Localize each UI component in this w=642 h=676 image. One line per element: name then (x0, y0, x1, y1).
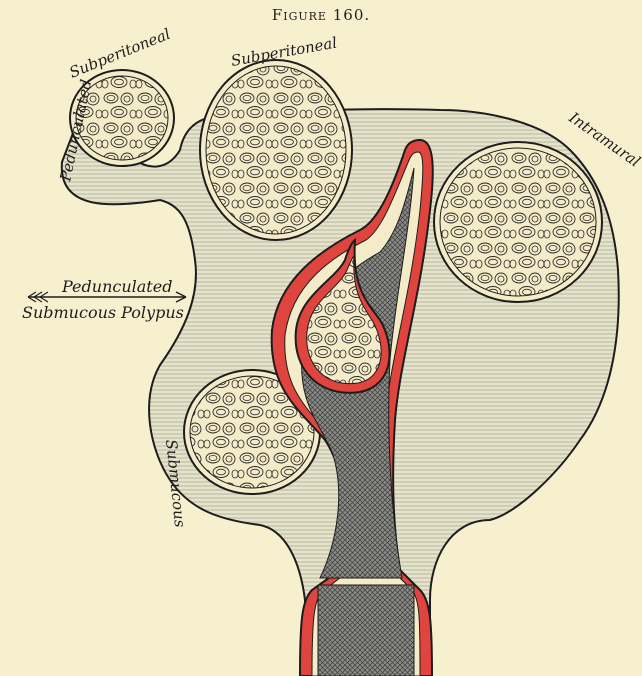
label-polypus-line2: Submucous Polypus (22, 303, 184, 322)
label-polypus-line1: Pedunculated (61, 277, 172, 296)
intramural-fibroid (434, 142, 602, 302)
subperitoneal-fibroid (200, 60, 352, 240)
